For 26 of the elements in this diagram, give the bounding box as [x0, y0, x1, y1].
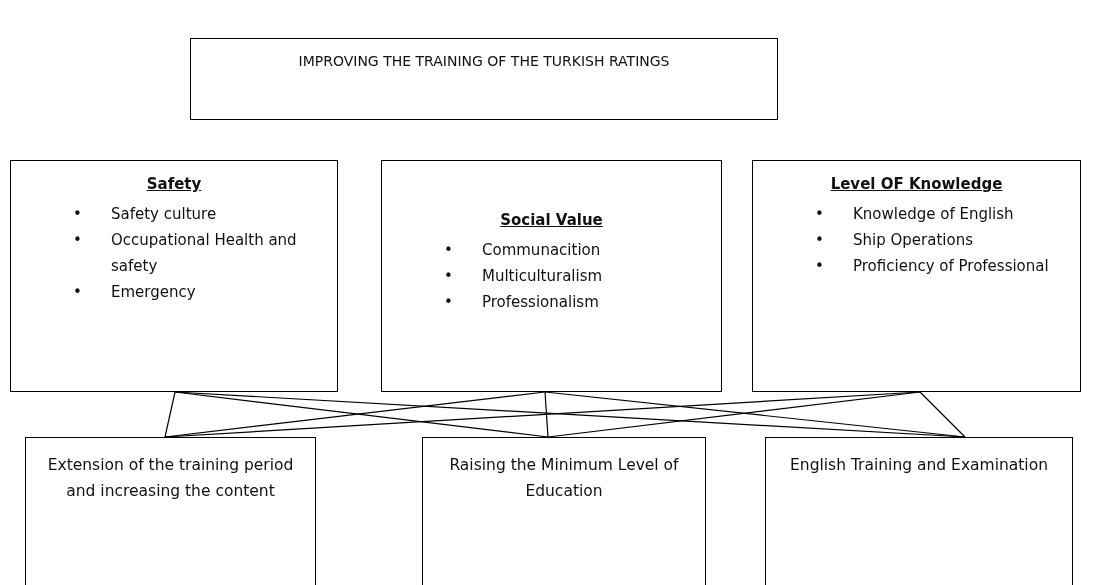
bullet-item: • Safety culture [73, 204, 218, 225]
bullet-item: • Professionalism [444, 292, 600, 313]
title-box [190, 38, 778, 120]
connector-line [919, 391, 966, 438]
measure-box [25, 437, 316, 585]
measure-box [765, 437, 1073, 585]
bullet-item: • Emergency [73, 282, 197, 303]
bullet-item: • Proficiency of Professional [815, 256, 1050, 277]
bullet-item: • Multiculturalism [444, 266, 604, 287]
category-box [381, 160, 722, 392]
measure-text: Raising the Minimum Level of Education [448, 455, 680, 502]
connector-line [544, 391, 549, 438]
category-heading: Social Value [499, 211, 604, 229]
bullet-item: • Occupational Health and safety [73, 230, 298, 277]
bullet-item: • Knowledge of English [815, 204, 1015, 225]
category-box [752, 160, 1081, 392]
category-heading: Level OF Knowledge [829, 175, 1004, 193]
title-text: IMPROVING THE TRAINING OF THE TURKISH RATINGS [298, 53, 670, 69]
category-box [10, 160, 338, 392]
connector-line [164, 391, 176, 438]
measure-text: Extension of the training period and increasing the content [46, 455, 295, 502]
bullet-item: • Communacition [444, 240, 602, 261]
measure-box [422, 437, 706, 585]
category-heading: Safety [145, 175, 203, 193]
measure-text: English Training and Examination [789, 455, 1049, 476]
bullet-item: • Ship Operations [815, 230, 974, 251]
